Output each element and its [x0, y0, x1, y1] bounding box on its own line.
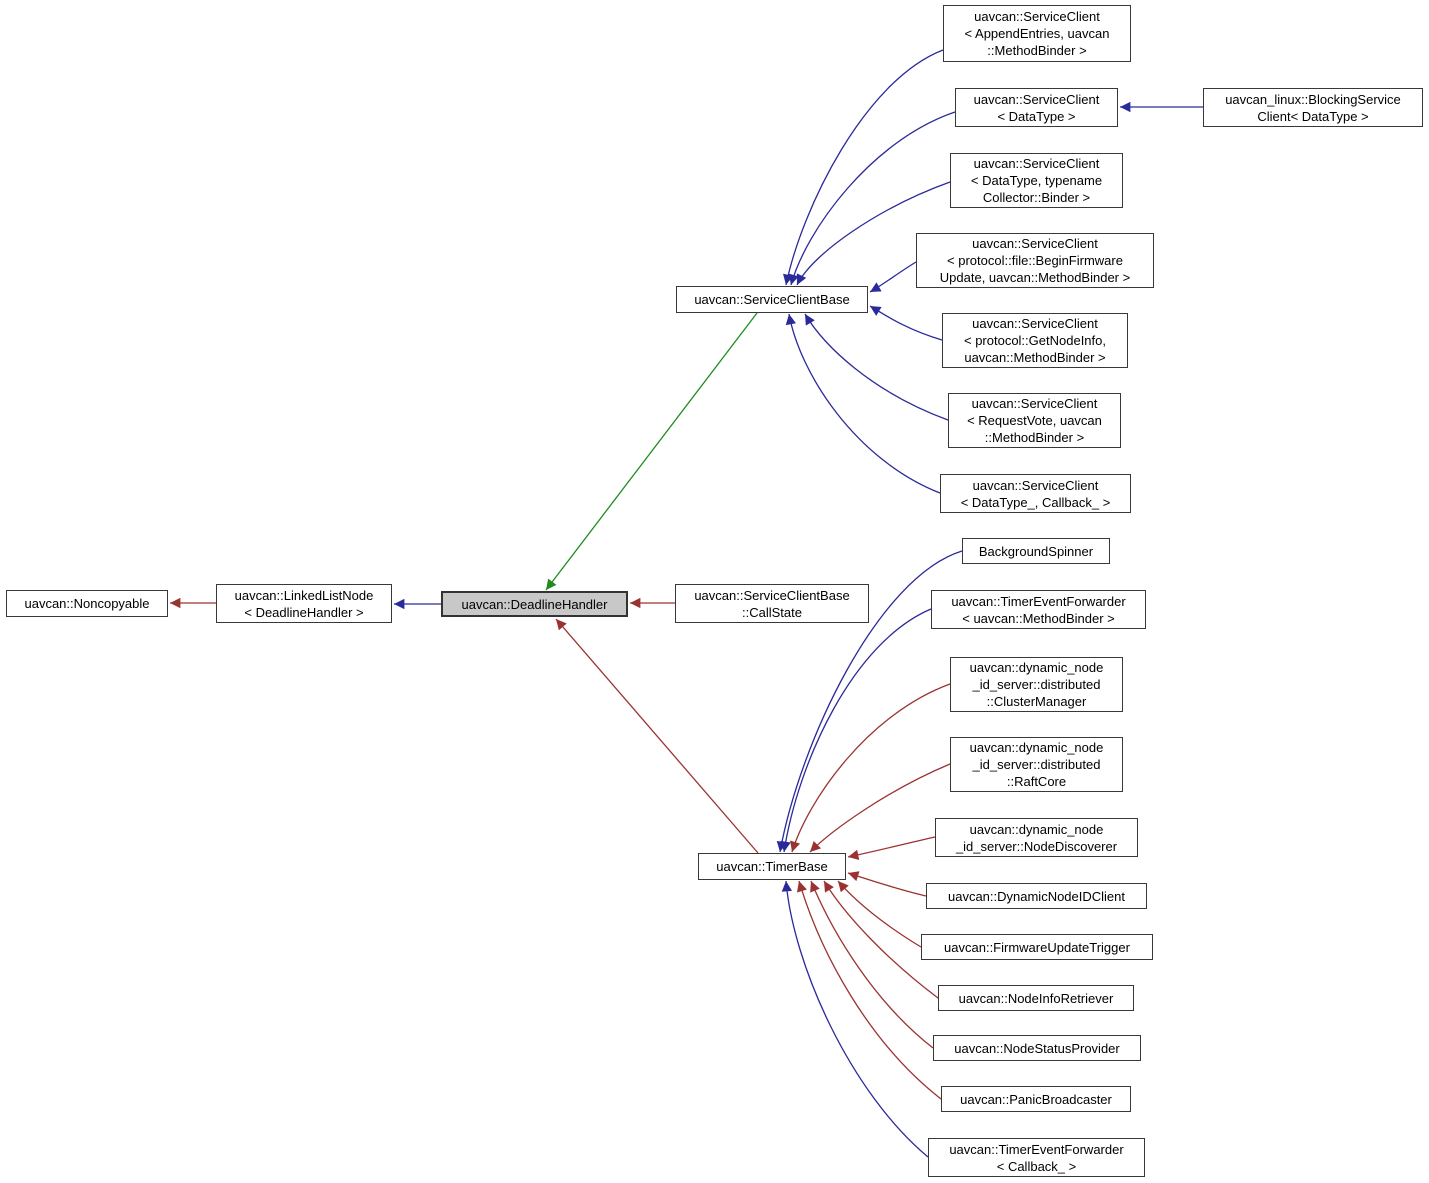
class-node-timerbase[interactable]: uavcan::TimerBase [698, 853, 846, 880]
edge-sc-datatype-to-serviceclientbase [788, 111, 956, 286]
class-node-serviceclientbase[interactable]: uavcan::ServiceClientBase [676, 286, 868, 313]
class-node-serviceclient-appendentries[interactable]: uavcan::ServiceClient < AppendEntries, u… [943, 5, 1131, 62]
edge-nodediscoverer-to-timerbase [847, 836, 936, 860]
edge-sc-getnodeinfo-to-serviceclientbase [869, 305, 943, 341]
class-node-serviceclient-beginfirmwareupdate[interactable]: uavcan::ServiceClient < protocol::file::… [916, 233, 1154, 288]
class-node-timereventforwarder-callback[interactable]: uavcan::TimerEventForwarder < Callback_ … [928, 1138, 1145, 1177]
edge-dynamicnodeidclient-to-timerbase [847, 871, 927, 897]
edge-firmwareupdatetrigger-to-timerbase [837, 880, 922, 948]
edge-sc-beginfirmware-to-serviceclientbase [869, 261, 917, 293]
class-node-dynamicnodeidclient[interactable]: uavcan::DynamicNodeIDClient [926, 883, 1147, 909]
class-node-serviceclient-requestvote[interactable]: uavcan::ServiceClient < RequestVote, uav… [948, 393, 1121, 448]
class-node-serviceclient-collector-binder[interactable]: uavcan::ServiceClient < DataType, typena… [950, 153, 1123, 208]
edge-tef-methodbinder-to-timerbase [780, 608, 932, 853]
class-node-serviceclient-datatype[interactable]: uavcan::ServiceClient < DataType > [955, 88, 1118, 127]
class-node-noncopyable[interactable]: uavcan::Noncopyable [6, 590, 168, 617]
edge-sc-datatype-callback-to-serviceclientbase [785, 313, 941, 494]
edge-backgroundspinner-to-timerbase [776, 550, 963, 853]
class-node-panicbroadcaster[interactable]: uavcan::PanicBroadcaster [941, 1086, 1131, 1112]
edge-sc-requestvote-to-serviceclientbase [804, 313, 949, 421]
class-node-backgroundspinner[interactable]: BackgroundSpinner [962, 538, 1110, 564]
class-node-clustermanager[interactable]: uavcan::dynamic_node _id_server::distrib… [950, 657, 1123, 712]
edge-nodestatusprovider-to-timerbase [810, 880, 934, 1049]
class-node-serviceclient-datatype-callback[interactable]: uavcan::ServiceClient < DataType_, Callb… [940, 474, 1131, 513]
class-node-deadlinehandler-focal: uavcan::DeadlineHandler [441, 591, 628, 617]
edge-sc-appendentries-to-serviceclientbase [783, 49, 944, 286]
class-node-nodestatusprovider[interactable]: uavcan::NodeStatusProvider [933, 1035, 1141, 1061]
class-node-timereventforwarder-methodbinder[interactable]: uavcan::TimerEventForwarder < uavcan::Me… [931, 590, 1146, 629]
edge-serviceclientbase-to-deadlinehandler [545, 312, 758, 591]
edge-tef-callback-to-timerbase [781, 880, 929, 1158]
class-node-nodeinforetriever[interactable]: uavcan::NodeInfoRetriever [938, 985, 1134, 1011]
class-node-linkedlistnode[interactable]: uavcan::LinkedListNode < DeadlineHandler… [216, 584, 392, 623]
edge-timerbase-to-deadlinehandler [555, 618, 759, 854]
class-node-nodediscoverer[interactable]: uavcan::dynamic_node _id_server::NodeDis… [935, 818, 1138, 857]
edge-clustermanager-to-timerbase [790, 683, 951, 853]
edge-raftcore-to-timerbase [809, 763, 951, 853]
class-node-serviceclient-getnodeinfo[interactable]: uavcan::ServiceClient < protocol::GetNod… [942, 313, 1128, 368]
class-node-serviceclientbase-callstate[interactable]: uavcan::ServiceClientBase ::CallState [675, 584, 869, 623]
edge-sc-collector-binder-to-serviceclientbase [796, 181, 951, 286]
class-node-raftcore[interactable]: uavcan::dynamic_node _id_server::distrib… [950, 737, 1123, 792]
edge-nodeinforetriever-to-timerbase [823, 880, 939, 999]
class-node-firmwareupdatetrigger[interactable]: uavcan::FirmwareUpdateTrigger [921, 934, 1153, 960]
class-node-blockingserviceclient[interactable]: uavcan_linux::BlockingService Client< Da… [1203, 88, 1423, 127]
edge-panicbroadcaster-to-timerbase [796, 880, 942, 1100]
